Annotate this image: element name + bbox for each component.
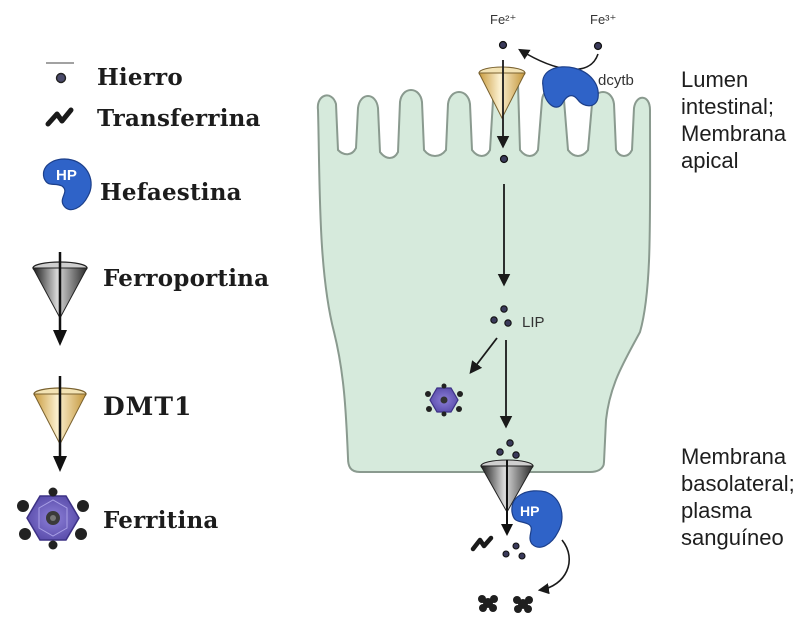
basolateral-side-label: Membrana basolateral; plasma sanguíneo — [681, 443, 795, 551]
basolateral-label-line-2: basolateral; — [681, 470, 795, 497]
plasma-iron — [503, 543, 525, 559]
lip-label: LIP — [522, 314, 545, 331]
enterocyte-cell — [318, 71, 650, 473]
basolateral-label-line-3: plasma — [681, 497, 795, 524]
dcytb-protein — [543, 67, 599, 107]
basolateral-hephaestin: HP — [512, 491, 562, 547]
apical-label-line-3: Membrana — [681, 120, 786, 147]
apical-label-line-1: Lumen — [681, 66, 786, 93]
basolateral-label-line-1: Membrana — [681, 443, 795, 470]
fe2-label: Fe²⁺ — [490, 12, 516, 27]
dcytb-label: dcytb — [598, 72, 634, 89]
apical-label-line-4: apical — [681, 147, 786, 174]
cytosolic-iron — [501, 156, 508, 163]
basolateral-hephaestin-label: HP — [520, 503, 539, 519]
apical-side-label: Lumen intestinal; Membrana apical — [681, 66, 786, 174]
oxidation-arrow — [540, 540, 569, 590]
plasma-transferrin — [473, 538, 491, 549]
fe3-label: Fe³⁺ — [590, 12, 616, 27]
fe3-iron — [595, 43, 602, 50]
loaded-transferrin — [478, 595, 533, 613]
basolateral-label-line-4: sanguíneo — [681, 524, 795, 551]
fe2-iron — [500, 42, 507, 49]
apical-label-line-2: intestinal; — [681, 93, 786, 120]
